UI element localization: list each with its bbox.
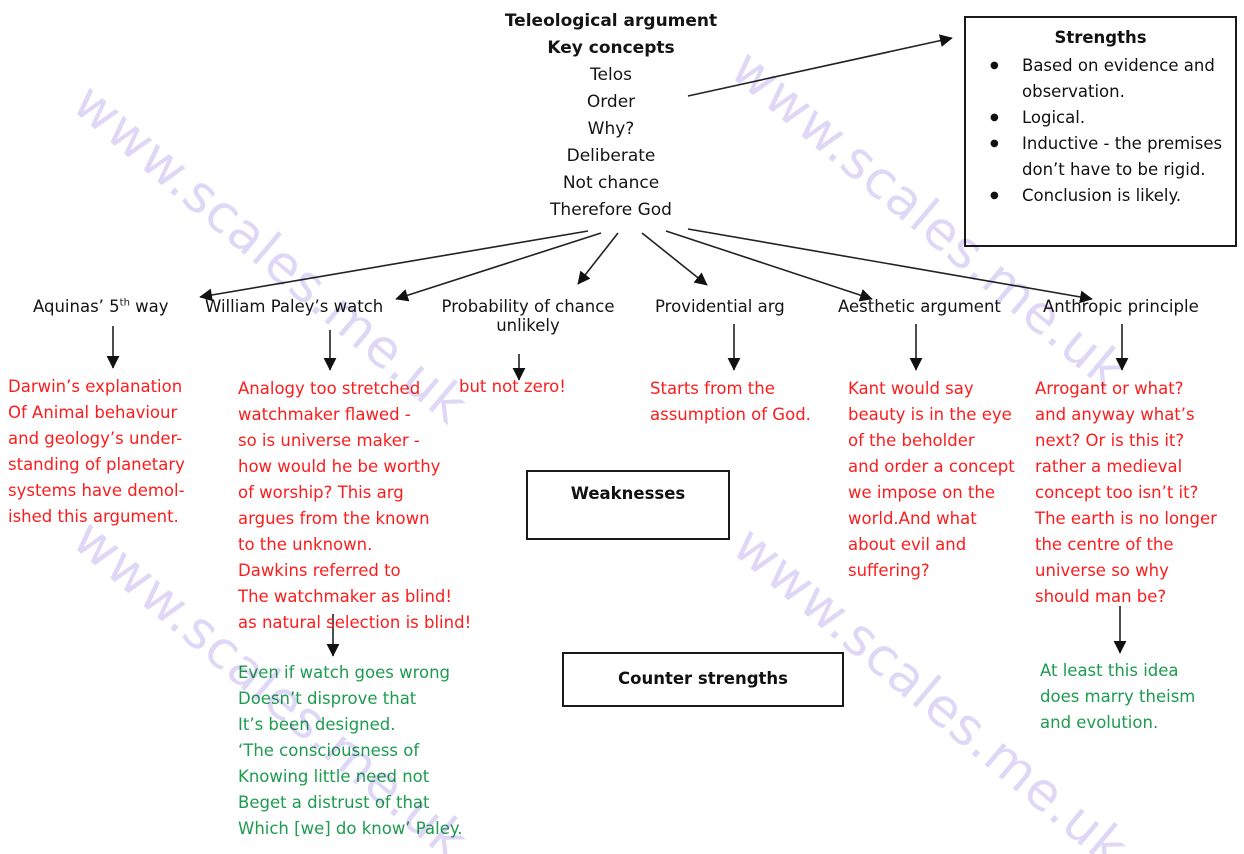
concept-telos: Telos — [590, 65, 632, 85]
arrow-center-to-anthropic — [687, 228, 1093, 304]
aquinas-label-tail: way — [129, 297, 169, 316]
strength-item: Inductive - the premises don’t have to b… — [966, 131, 1235, 183]
weakness-probability: but not zero! — [459, 377, 566, 396]
strength-item: Conclusion is likely. — [966, 183, 1235, 209]
branch-label-providential: Providential arg — [655, 297, 785, 316]
weakness-aquinas: Darwin’s explanation Of Animal behaviour… — [8, 377, 185, 526]
concept-why: Why? — [587, 119, 635, 139]
branch-label-anthropic: Anthropic principle — [1043, 297, 1199, 316]
aquinas-label-superscript: th — [119, 297, 130, 309]
counter-strengths-box: Counter strengths — [562, 652, 844, 707]
branch-label-aesthetic: Aesthetic argument — [838, 297, 1001, 316]
weakness-paley: Analogy too stretched watchmaker flawed … — [238, 379, 472, 632]
arrow-center-to-aquinas — [199, 230, 589, 302]
diagram-title: Teleological argument — [504, 11, 718, 31]
arrow-center-to-probability — [577, 232, 619, 285]
concept-order: Order — [586, 92, 636, 112]
counter-anthropic: At least this idea does marry theism and… — [1040, 661, 1196, 732]
arrow-center-to-providential — [641, 232, 708, 286]
strengths-title: Strengths — [1054, 28, 1147, 47]
key-concepts-block: Teleological argument Key concepts Telos… — [431, 8, 791, 224]
weaknesses-title: Weaknesses — [570, 484, 686, 503]
aquinas-label-text: Aquinas’ 5 — [33, 297, 120, 316]
arrow-center-to-aesthetic — [665, 230, 873, 302]
strength-item: Logical. — [966, 105, 1235, 131]
concept-deliberate: Deliberate — [566, 146, 656, 166]
strength-item: Based on evidence and observation. — [966, 53, 1235, 105]
branch-label-aquinas: Aquinas’ 5th way — [33, 297, 169, 316]
branch-label-paley: William Paley’s watch — [205, 297, 384, 316]
weakness-aesthetic: Kant would say beauty is in the eye of t… — [848, 379, 1015, 580]
arrow-center-to-paley — [395, 232, 602, 302]
branch-label-probability: Probability of chance unlikely — [441, 297, 615, 335]
weakness-anthropic: Arrogant or what? and anyway what’s next… — [1035, 379, 1217, 606]
concept-therefore-god: Therefore God — [550, 200, 672, 220]
counter-paley: Even if watch goes wrong Doesn’t disprov… — [238, 663, 463, 838]
weakness-providential: Starts from the assumption of God. — [650, 379, 811, 424]
strengths-box: Strengths Based on evidence and observat… — [964, 16, 1237, 247]
concept-not-chance: Not chance — [562, 173, 660, 193]
arrow-center-to-strengths — [687, 34, 953, 97]
strengths-list: Based on evidence and observation. Logic… — [966, 53, 1235, 209]
counter-strengths-title: Counter strengths — [618, 669, 788, 688]
diagram-subtitle: Key concepts — [547, 38, 675, 58]
weaknesses-box: Weaknesses — [526, 470, 730, 540]
